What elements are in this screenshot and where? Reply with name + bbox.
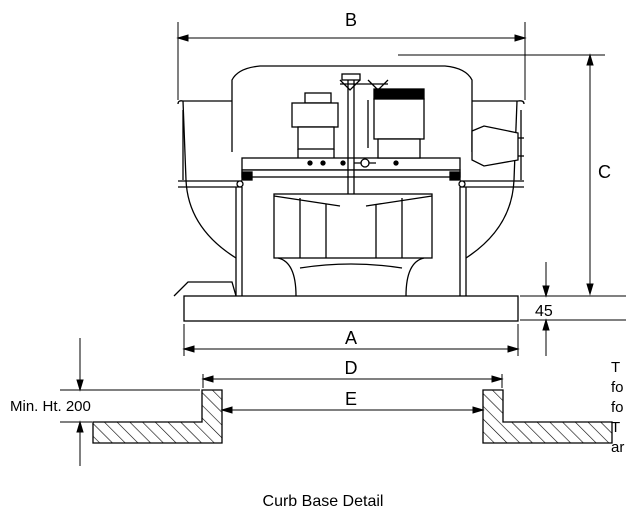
side-note-line: fo bbox=[611, 379, 624, 396]
label-min-height: Min. Ht. 200 bbox=[10, 398, 91, 415]
dimension-45 bbox=[520, 262, 626, 356]
side-note-line: ar bbox=[611, 439, 624, 456]
dimension-e bbox=[220, 406, 485, 414]
label-a: A bbox=[345, 328, 357, 348]
curb-right bbox=[482, 389, 613, 444]
side-note: T fo fo T ar bbox=[611, 359, 624, 456]
label-d: D bbox=[345, 358, 358, 378]
dimension-a bbox=[182, 324, 520, 356]
fan-unit bbox=[173, 65, 525, 322]
side-note-line: fo bbox=[611, 399, 624, 416]
side-note-line: T bbox=[611, 359, 620, 376]
caption-curb-base-detail: Curb Base Detail bbox=[263, 493, 384, 510]
curb-left bbox=[92, 389, 223, 444]
dimension-c bbox=[398, 53, 605, 296]
dimension-b bbox=[176, 22, 527, 100]
label-c: C bbox=[598, 162, 611, 182]
dimension-d bbox=[201, 374, 504, 388]
side-note-line: T bbox=[611, 419, 620, 436]
label-e: E bbox=[345, 389, 357, 409]
dimension-min-height bbox=[60, 338, 200, 466]
label-b: B bbox=[345, 10, 357, 30]
label-45: 45 bbox=[535, 303, 553, 320]
